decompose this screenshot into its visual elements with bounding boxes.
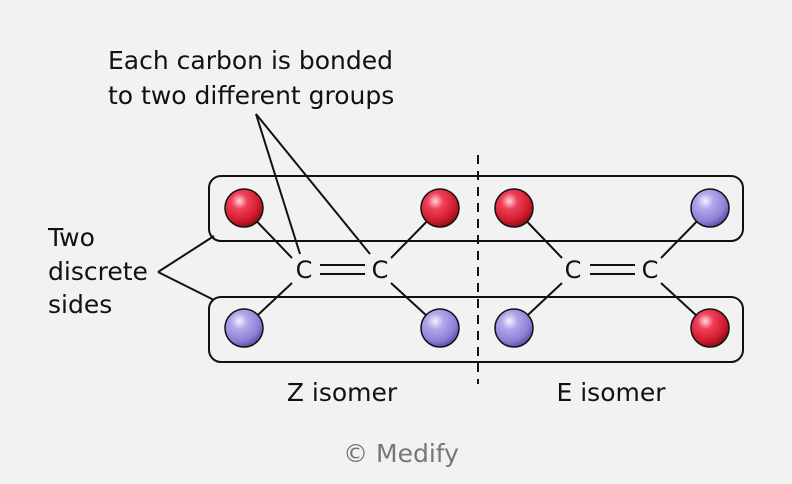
z-carbon-left: C <box>296 256 313 284</box>
z-purple-group-bottom-right <box>420 308 460 348</box>
z-red-group-top-left <box>224 188 264 228</box>
e-purple-group-bottom-left <box>494 308 534 348</box>
z-carbon-right: C <box>372 256 389 284</box>
e-purple-group-top-right <box>690 188 730 228</box>
z-isomer-label: Z isomer <box>287 378 398 407</box>
z-purple-group-bottom-left <box>224 308 264 348</box>
e-carbon-left: C <box>565 256 582 284</box>
top-side-box <box>208 175 744 242</box>
pointer-line-top-box <box>157 235 215 273</box>
left-annotation-line-3: sides <box>48 290 112 319</box>
watermark: © Medify <box>343 439 459 468</box>
top-annotation-line-2: to two different groups <box>108 81 394 110</box>
z-red-group-top-right <box>420 188 460 228</box>
e-isomer-label: E isomer <box>556 378 666 407</box>
pointer-line-left-carbon <box>255 113 301 255</box>
pointer-line-right-carbon <box>255 113 371 255</box>
left-annotation-line-1: Two <box>47 223 95 252</box>
pointer-line-bottom-box <box>157 271 215 301</box>
e-red-group-top-left <box>494 188 534 228</box>
top-annotation-line-1: Each carbon is bonded <box>108 46 393 75</box>
e-red-group-bottom-right <box>690 308 730 348</box>
left-annotation-line-2: discrete <box>48 257 148 286</box>
e-carbon-right: C <box>642 256 659 284</box>
bottom-side-box <box>208 296 744 363</box>
